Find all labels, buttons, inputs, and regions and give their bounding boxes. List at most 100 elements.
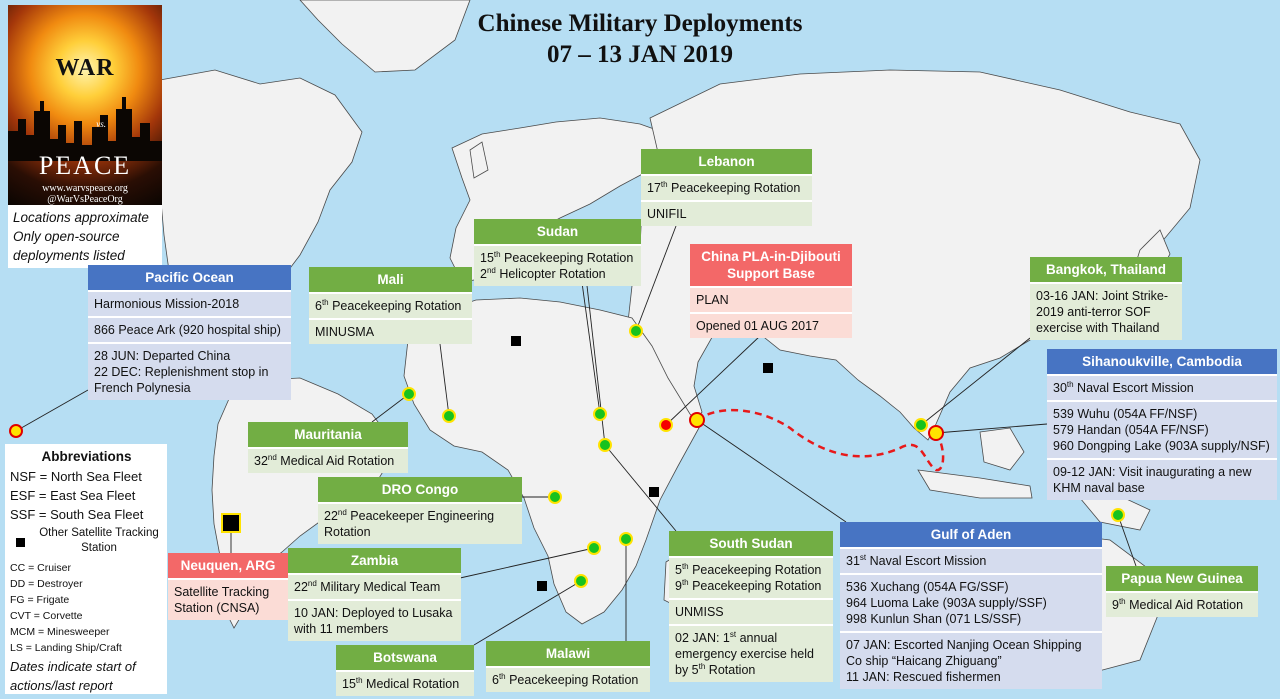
djibouti-box: China PLA-in-Djibouti Support Base PLAN … bbox=[690, 244, 852, 338]
connector-djibouti bbox=[665, 335, 761, 426]
connector-botswana bbox=[473, 580, 582, 646]
neuquen-row-1: Satellite Tracking Station (CNSA) bbox=[168, 578, 288, 620]
south-sudan-title: South Sudan bbox=[669, 531, 833, 556]
pacific-ocean-box: Pacific Ocean Harmonious Mission-2018 86… bbox=[88, 265, 291, 400]
connector-sudan-1 bbox=[579, 267, 601, 415]
marker-south-sudan bbox=[598, 438, 612, 452]
ss-r1b-post: Peacekeeping Rotation bbox=[688, 579, 822, 593]
logo-handle: @WarVsPeaceOrg bbox=[47, 194, 123, 205]
botswana-title: Botswana bbox=[336, 645, 474, 670]
ss-r3-post: Rotation bbox=[705, 663, 756, 677]
logo-peace-text: PEACE bbox=[38, 151, 132, 180]
sihanoukville-r1-post: Naval Escort Mission bbox=[1073, 381, 1194, 395]
sihanoukville-ship-1: 539 Wuhu (054A FF/NSF) bbox=[1053, 407, 1198, 421]
ss-r1b-sup: th bbox=[681, 577, 689, 587]
ss-r3-mid: annual emergency exercise held by 5 bbox=[675, 631, 814, 677]
mali-row-2: MINUSMA bbox=[309, 318, 472, 344]
botswana-box: Botswana 15th Medical Rotation bbox=[336, 645, 474, 696]
marker-zambia bbox=[587, 541, 601, 555]
note-line-1: Locations approximate bbox=[13, 210, 149, 225]
sihanoukville-title: Sihanoukville, Cambodia bbox=[1047, 349, 1277, 374]
city-skyline-icon bbox=[8, 97, 162, 161]
lebanon-row-2: UNIFIL bbox=[641, 200, 812, 226]
pacific-ocean-title: Pacific Ocean bbox=[88, 265, 291, 290]
title-line-2: 07 – 13 JAN 2019 bbox=[546, 41, 734, 68]
botswana-row-1: 15th Medical Rotation bbox=[336, 670, 474, 696]
sudan-row-1-line-2: 2nd Helicopter Rotation bbox=[480, 266, 635, 282]
mauritania-row-1: 32nd Medical Aid Rotation bbox=[248, 447, 408, 473]
abbr-mcm: MCM = Minesweeper bbox=[10, 626, 110, 638]
ss-r3-sup2: th bbox=[698, 661, 706, 671]
abbreviations-title: Abbreviations bbox=[41, 449, 132, 464]
pacific-row-2: 866 Peace Ark (920 hospital ship) bbox=[88, 316, 291, 342]
ss-r1a-sup: th bbox=[681, 561, 689, 571]
sudan-r2-pre: 2 bbox=[480, 267, 487, 281]
mauritania-title: Mauritania bbox=[248, 422, 408, 447]
marker-mauritania bbox=[402, 387, 416, 401]
connector-southsudan bbox=[604, 444, 677, 532]
botswana-r1-sup: th bbox=[355, 675, 363, 685]
satellite-station-kenya bbox=[649, 487, 659, 497]
papua-r1-post: Medical Aid Rotation bbox=[1125, 598, 1244, 612]
marker-lebanon bbox=[629, 324, 643, 338]
mali-r1-sup: th bbox=[321, 297, 329, 307]
satellite-station-namibia bbox=[537, 581, 547, 591]
zambia-box: Zambia 22nd Military Medical Team 10 JAN… bbox=[288, 548, 461, 641]
drocongo-r1-pre: 22 bbox=[324, 509, 338, 523]
greenland-land bbox=[299, 0, 471, 73]
aden-row-2: 536 Xuchang (054A FG/SSF) 964 Luoma Lake… bbox=[840, 573, 1102, 631]
sihanoukville-ship-2: 579 Handan (054A FF/NSF) bbox=[1053, 423, 1209, 437]
south-sudan-row-1-line-1: 5th Peacekeeping Rotation bbox=[675, 562, 827, 578]
marker-mali bbox=[442, 409, 456, 423]
aden-row-1: 31st Naval Escort Mission bbox=[840, 547, 1102, 573]
naval-route bbox=[696, 408, 945, 472]
papua-r1-pre: 9 bbox=[1112, 598, 1119, 612]
sihanoukville-row-2: 539 Wuhu (054A FF/NSF) 579 Handan (054A … bbox=[1047, 400, 1277, 458]
connector-lebanon bbox=[635, 225, 677, 332]
gulf-of-aden-box: Gulf of Aden 31st Naval Escort Mission 5… bbox=[840, 522, 1102, 689]
south-sudan-row-2: UNMISS bbox=[669, 598, 833, 624]
sihanoukville-row-1: 30th Naval Escort Mission bbox=[1047, 374, 1277, 400]
logo-url: www.warvspeace.org bbox=[42, 183, 128, 194]
bangkok-box: Bangkok, Thailand 03-16 JAN: Joint Strik… bbox=[1030, 257, 1182, 340]
connector-zambia bbox=[459, 547, 595, 579]
malawi-box: Malawi 6th Peacekeeping Rotation bbox=[486, 641, 650, 692]
abbr-cc: CC = Cruiser bbox=[10, 562, 71, 574]
abbr-dates-note: Dates indicate start of actions/last rep… bbox=[10, 659, 136, 693]
marker-botswana bbox=[574, 574, 588, 588]
papua-row-1: 9th Medical Aid Rotation bbox=[1106, 591, 1258, 617]
drocongo-box: DRO Congo 22nd Peacekeeper Engineering R… bbox=[318, 477, 522, 544]
sihanoukville-box: Sihanoukville, Cambodia 30th Naval Escor… bbox=[1047, 349, 1277, 500]
lebanon-r1-pre: 17 bbox=[647, 181, 661, 195]
logo-vs-text: vs. bbox=[96, 119, 106, 129]
lebanon-title: Lebanon bbox=[641, 149, 812, 174]
sudan-r2-sup: nd bbox=[486, 265, 496, 275]
djibouti-row-1: PLAN bbox=[690, 286, 852, 312]
marker-drocongo bbox=[548, 490, 562, 504]
drocongo-row-1: 22nd Peacekeeper Engineering Rotation bbox=[318, 502, 522, 544]
marker-papua bbox=[1111, 508, 1125, 522]
lebanon-box: Lebanon 17th Peacekeeping Rotation UNIFI… bbox=[641, 149, 812, 226]
malawi-r1-pre: 6 bbox=[492, 673, 499, 687]
connector-papua bbox=[1117, 514, 1137, 567]
ss-r3-pre: 02 JAN: 1 bbox=[675, 631, 730, 645]
south-sudan-row-1: 5th Peacekeeping Rotation 9th Peacekeepi… bbox=[669, 556, 833, 598]
lebanon-r1-post: Peacekeeping Rotation bbox=[667, 181, 801, 195]
marker-gulf-of-aden bbox=[689, 412, 705, 428]
gulf-of-aden-title: Gulf of Aden bbox=[840, 522, 1102, 547]
south-sudan-row-3: 02 JAN: 1st annual emergency exercise he… bbox=[669, 624, 833, 682]
aden-row-3: 07 JAN: Escorted Nanjing Ocean Shipping … bbox=[840, 631, 1102, 689]
zambia-row-1: 22nd Military Medical Team bbox=[288, 573, 461, 599]
ss-r1b-pre: 9 bbox=[675, 579, 682, 593]
drocongo-r1-sup: nd bbox=[337, 507, 347, 517]
borneo-land bbox=[979, 427, 1025, 471]
abbr-esf: ESF = East Sea Fleet bbox=[10, 488, 136, 503]
sudan-r1-pre: 15 bbox=[480, 251, 494, 265]
mauritania-r1-pre: 32 bbox=[254, 454, 268, 468]
aden-r1-post: Naval Escort Mission bbox=[866, 554, 987, 568]
lebanon-row-1: 17th Peacekeeping Rotation bbox=[641, 174, 812, 200]
mali-box: Mali 6th Peacekeeping Rotation MINUSMA bbox=[309, 267, 472, 344]
zambia-r1-sup: nd bbox=[307, 578, 317, 588]
papua-new-guinea-box: Papua New Guinea 9th Medical Aid Rotatio… bbox=[1106, 566, 1258, 617]
